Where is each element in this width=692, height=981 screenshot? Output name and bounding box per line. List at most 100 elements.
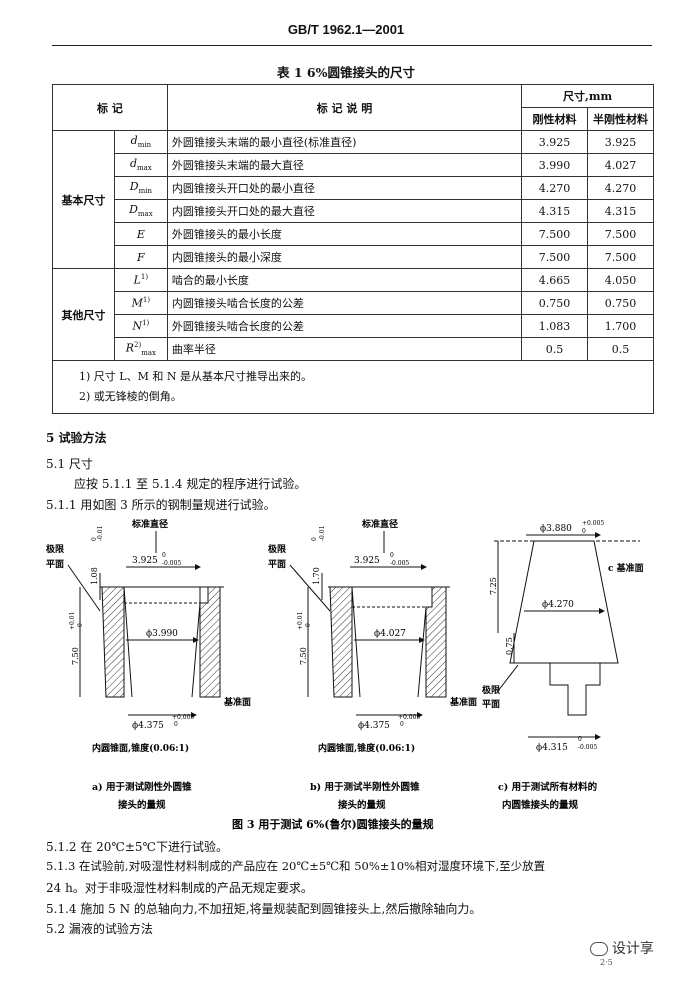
gauge-a-height-tol-lo: 0: [77, 623, 84, 627]
section-5-2: 5.2 漏液的试验方法: [46, 922, 153, 936]
row-semi: 4.050: [587, 268, 654, 292]
header-rigid: 刚性材料: [521, 107, 589, 131]
standard-header: GB/T 1962.1—2001: [287, 22, 405, 37]
row-symbol: Dmax: [113, 199, 168, 223]
row-symbol: dmax: [113, 153, 168, 177]
symbol-subscript: max: [137, 210, 153, 219]
gauge-c-bot-tol-lo: -0.005: [578, 744, 597, 751]
gauge-b-std-dia: 标准直径: [361, 518, 398, 530]
row-desc: 内圆锥接头啮合长度的公差: [166, 291, 523, 315]
symbol-letter: F: [137, 250, 145, 264]
gauge-b-cap2: 接头的量规: [338, 799, 386, 811]
gauge-b-top-tol-up: 0: [390, 552, 394, 559]
row-symbol: L1): [113, 268, 168, 292]
section-5-1-2: 5.1.2 在 20℃±5℃下进行试验。: [46, 840, 228, 854]
gauge-b-top-tol-lo: -0.005: [390, 560, 409, 567]
header-size: 尺寸,mm: [521, 84, 654, 108]
header-semi: 半刚性材料: [587, 107, 654, 131]
gauge-b-bot-tol-up: +0.005: [398, 714, 420, 721]
gauge-c-base: c 基准面: [608, 562, 644, 574]
gauge-b-height-dim: 7.50: [299, 647, 308, 665]
gauge-c-top-tol-up: +0.005: [582, 520, 604, 527]
row-rigid: 7.500: [521, 222, 589, 246]
row-semi: 7.500: [587, 222, 654, 246]
gauge-a-bot-tol-lo: 0: [174, 721, 178, 728]
note-2: 2) 或无锋棱的倒角。: [79, 390, 182, 403]
gauge-c-plane: 平面: [482, 699, 500, 710]
row-symbol: R2)max: [113, 337, 168, 361]
header-mark: 标 记: [52, 84, 168, 131]
gauge-b-left-tol-up: 0: [311, 537, 318, 541]
gauge-b-bot-tol-lo: 0: [400, 721, 404, 728]
row-semi: 4.315: [587, 199, 654, 223]
symbol-letter: D: [129, 203, 138, 217]
symbol-footnote: 2): [134, 341, 142, 350]
row-rigid: 4.665: [521, 268, 589, 292]
row-desc: 曲率半径: [166, 337, 523, 361]
table-notes: 1) 尺寸 L、M 和 N 是从基本尺寸推导出来的。 2) 或无锋棱的倒角。: [52, 360, 654, 414]
symbol-letter: R: [125, 341, 135, 355]
header-desc: 标 记 说 明: [166, 84, 523, 131]
gauge-b-top-dim: 3.925: [354, 556, 380, 566]
row-desc: 内圆锥接头的最小深度: [166, 245, 523, 269]
row-semi: 3.925: [587, 130, 654, 154]
gauge-c-cap1: c) 用于测试所有材料的: [498, 781, 598, 793]
gauge-a-cap1: a) 用于测试刚性外圆锥: [92, 781, 192, 793]
section-5-1: 5.1 尺寸: [46, 457, 93, 471]
row-symbol: F: [113, 245, 168, 269]
header-rule: [52, 45, 652, 46]
row-symbol: dmin: [113, 130, 168, 154]
symbol-subscript: min: [137, 141, 152, 150]
gauge-c-bot-tol-up: 0: [578, 736, 582, 743]
gauge-c-top-dim: ϕ3.880: [540, 524, 572, 534]
gauge-b-height-tol-lo: 0: [305, 623, 312, 627]
symbol-letter: N: [132, 319, 143, 333]
row-desc: 内圆锥接头开口处的最小直径: [166, 176, 523, 200]
symbol-subscript: min: [138, 187, 152, 196]
group-basic: 基本尺寸: [52, 130, 115, 269]
figure-caption: 图 3 用于测试 6%(鲁尔)圆锥接头的量规: [232, 817, 434, 831]
symbol-footnote: 1): [140, 273, 149, 282]
table-header-row: 标 记 标 记 说 明 尺寸,mm: [52, 84, 654, 131]
symbol-subscript: max: [141, 348, 156, 357]
gauge-c-top-tol-lo: 0: [582, 528, 586, 535]
table-title: 表 1 6%圆锥接头的尺寸: [277, 65, 415, 80]
symbol-letter: E: [136, 227, 145, 241]
gauge-b-plane: 平面: [268, 559, 286, 570]
gauge-a-left-tol-up: 0: [91, 537, 98, 541]
gauge-a-base: 基准面: [223, 696, 251, 708]
gauge-c-cap2: 内圆锥接头的量规: [502, 799, 579, 811]
row-semi: 0.5: [587, 337, 654, 361]
gauge-c-limit: 极限: [482, 684, 501, 696]
gauge-a-left-tol-lo: -0.01: [97, 526, 104, 541]
watermark: 设计享: [590, 938, 654, 958]
table-notes-row: 1) 尺寸 L、M 和 N 是从基本尺寸推导出来的。 2) 或无锋棱的倒角。: [52, 360, 654, 414]
gauge-a-top-dim: 3.925: [132, 556, 158, 566]
section-5-1-4: 5.1.4 施加 5 N 的总轴向力,不加扭矩,将量规装配到圆锥接头上,然后撤除…: [46, 902, 482, 916]
section-5: 5 试验方法: [46, 431, 107, 445]
gauge-a-plane: 平面: [46, 559, 64, 570]
gauge-b-height-tol-up: +0.01: [297, 612, 304, 630]
table-subheader-row: 刚性材料 半刚性材料: [53, 107, 654, 131]
row-symbol: M1): [113, 291, 168, 315]
symbol-letter: d: [129, 157, 137, 171]
gauge-c-h1: 7.25: [489, 577, 498, 595]
gauge-b-cap1: b) 用于测试半刚性外圆锥: [310, 781, 420, 793]
symbol-letter: M: [131, 296, 143, 310]
gauge-c-mid-dim: ϕ4.270: [542, 600, 574, 610]
gauge-a: 标准直径 极限 平面 3.925 0 -0.005 1.08 0 -0.01 7…: [46, 518, 251, 811]
row-desc: 内圆锥接头开口处的最大直径: [166, 199, 523, 223]
row-symbol: E: [113, 222, 168, 246]
row-symbol: N1): [113, 314, 168, 338]
row-rigid: 4.315: [521, 199, 589, 223]
gauge-b-left-dim: 1.70: [312, 567, 321, 585]
symbol-subscript: max: [137, 164, 152, 173]
row-rigid: 3.990: [521, 153, 589, 177]
section-5-1-text: 应按 5.1.1 至 5.1.4 规定的程序进行试验。: [74, 477, 307, 491]
row-symbol: Dmin: [113, 176, 168, 200]
gauge-b-cone: 内圆锥面,锥度(0.06:1): [318, 742, 415, 754]
